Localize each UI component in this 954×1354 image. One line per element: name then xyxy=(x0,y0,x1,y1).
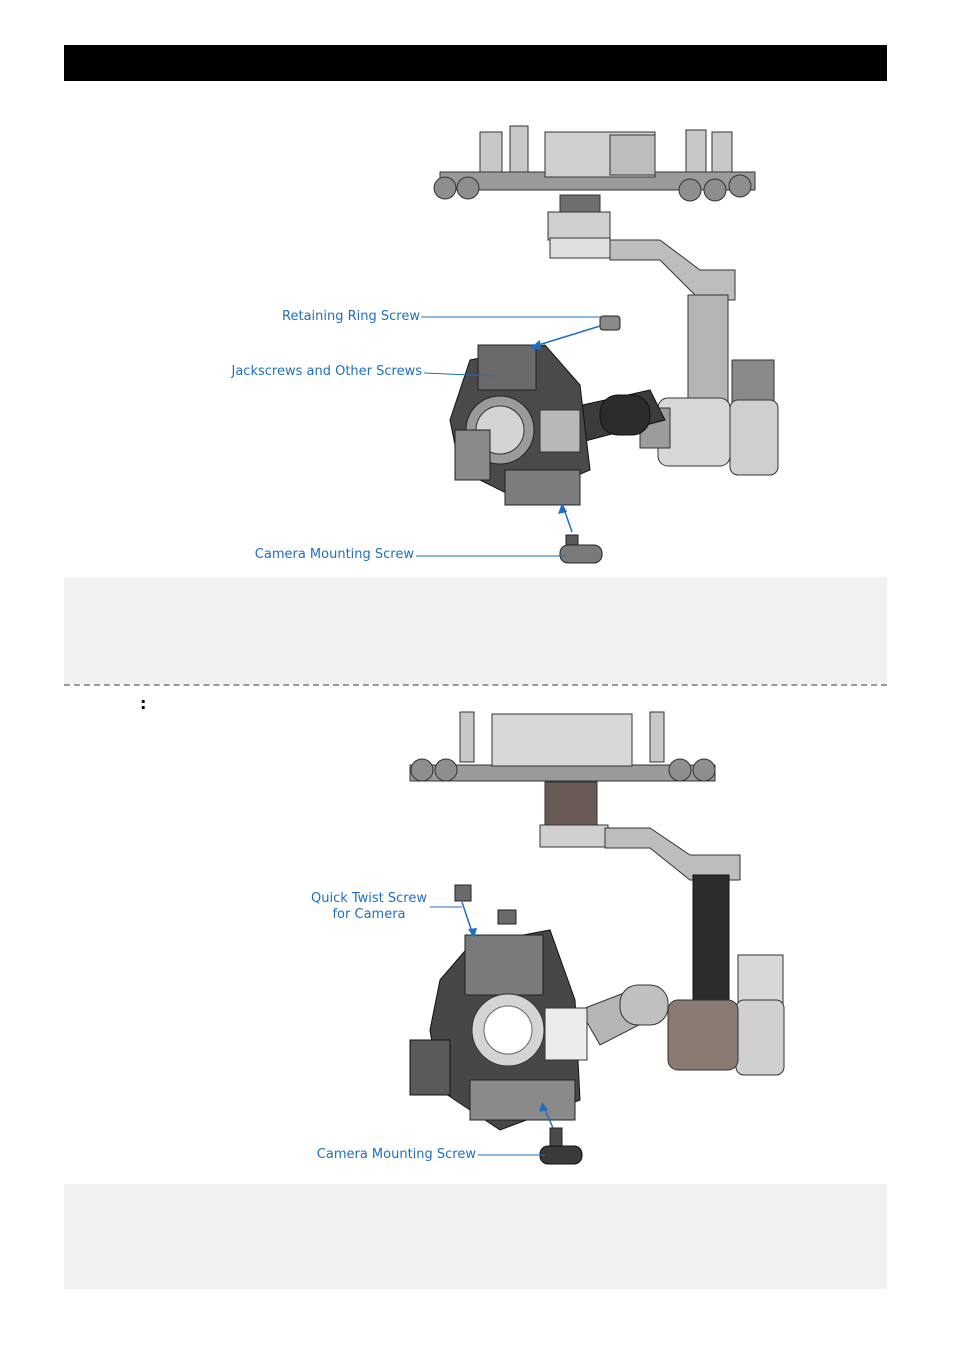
callout-quick-twist-line1: Quick Twist Screw xyxy=(310,891,428,906)
callout-quick-twist-line2: for Camera xyxy=(332,907,406,922)
callout-camera-mounting-screw-bottom: Camera Mounting Screw xyxy=(316,1147,476,1162)
note-box-bottom xyxy=(64,1184,887,1289)
note-box-top xyxy=(64,577,887,684)
callout-camera-mounting-screw-top: Camera Mounting Screw xyxy=(254,547,414,562)
gimbal-illustration-bottom xyxy=(409,711,785,1165)
section-header-bar xyxy=(64,45,887,81)
callout-jackscrews: Jackscrews and Other Screws xyxy=(231,364,423,379)
section-label-colon: : xyxy=(140,694,147,713)
gimbal-illustration-top xyxy=(416,125,779,564)
callout-retaining-ring-screw: Retaining Ring Screw xyxy=(282,309,420,324)
section-divider xyxy=(64,684,887,686)
callout-quick-twist-screw: Quick Twist Screw for Camera xyxy=(300,891,438,923)
